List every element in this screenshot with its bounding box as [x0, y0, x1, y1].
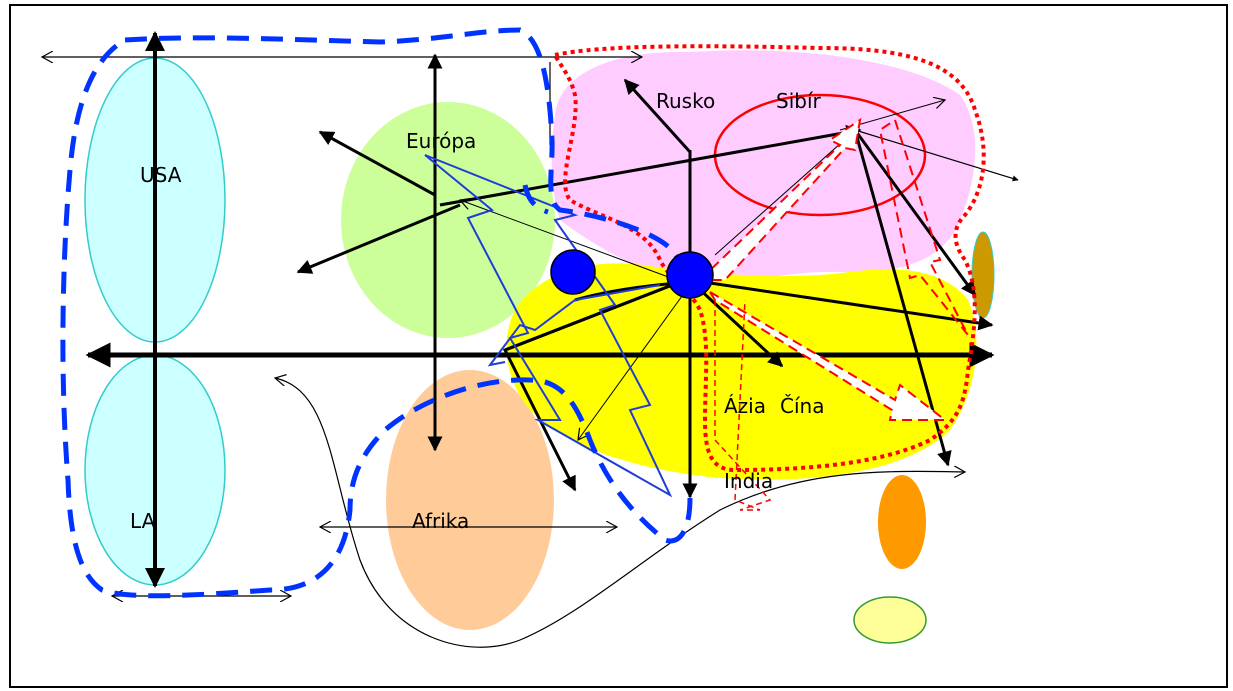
label-rusko: Rusko [656, 89, 715, 113]
label-cina: Čína [780, 394, 824, 418]
orange-oval [878, 475, 926, 569]
red-hollow-arrow-lower [709, 291, 948, 421]
label-afrika: Afrika [412, 509, 469, 533]
russia-hub [666, 251, 714, 299]
hub-to-siberia-thin [714, 134, 851, 256]
europe-arrow-nw [318, 130, 436, 197]
blue-dashed-outline [60, 27, 693, 599]
wedge-upper-edge [504, 280, 681, 352]
label-europa: Európa [406, 129, 476, 153]
siberia-arrow-se [853, 129, 977, 297]
europe-arrow-east [439, 124, 862, 207]
europe-arrow-sw [296, 203, 461, 274]
rusko-arrow [623, 78, 692, 154]
red-india-wedge [714, 299, 772, 511]
hub-arrow-east [689, 278, 994, 331]
africa-region [386, 370, 554, 630]
label-la: LA [130, 509, 156, 533]
europe-region [341, 102, 555, 338]
label-sibir: Sibír [776, 89, 822, 113]
red-hollow-arrow-right [878, 118, 969, 336]
pale-oval [853, 596, 927, 644]
hub-to-europe-thin [460, 200, 691, 286]
blue-hollow-arrow-left [487, 284, 661, 367]
blue-hollow-arrow [424, 154, 673, 498]
label-india: India [724, 469, 773, 493]
europe-hub [550, 249, 596, 295]
big-loop-curve [275, 378, 965, 648]
red-dotted-boundary [552, 44, 986, 473]
label-azia: Ázia [724, 394, 766, 418]
hub-arrow-se [693, 283, 784, 368]
russia-region [551, 50, 976, 283]
red-hollow-arrow-upper [697, 117, 862, 281]
label-usa: USA [140, 163, 182, 187]
